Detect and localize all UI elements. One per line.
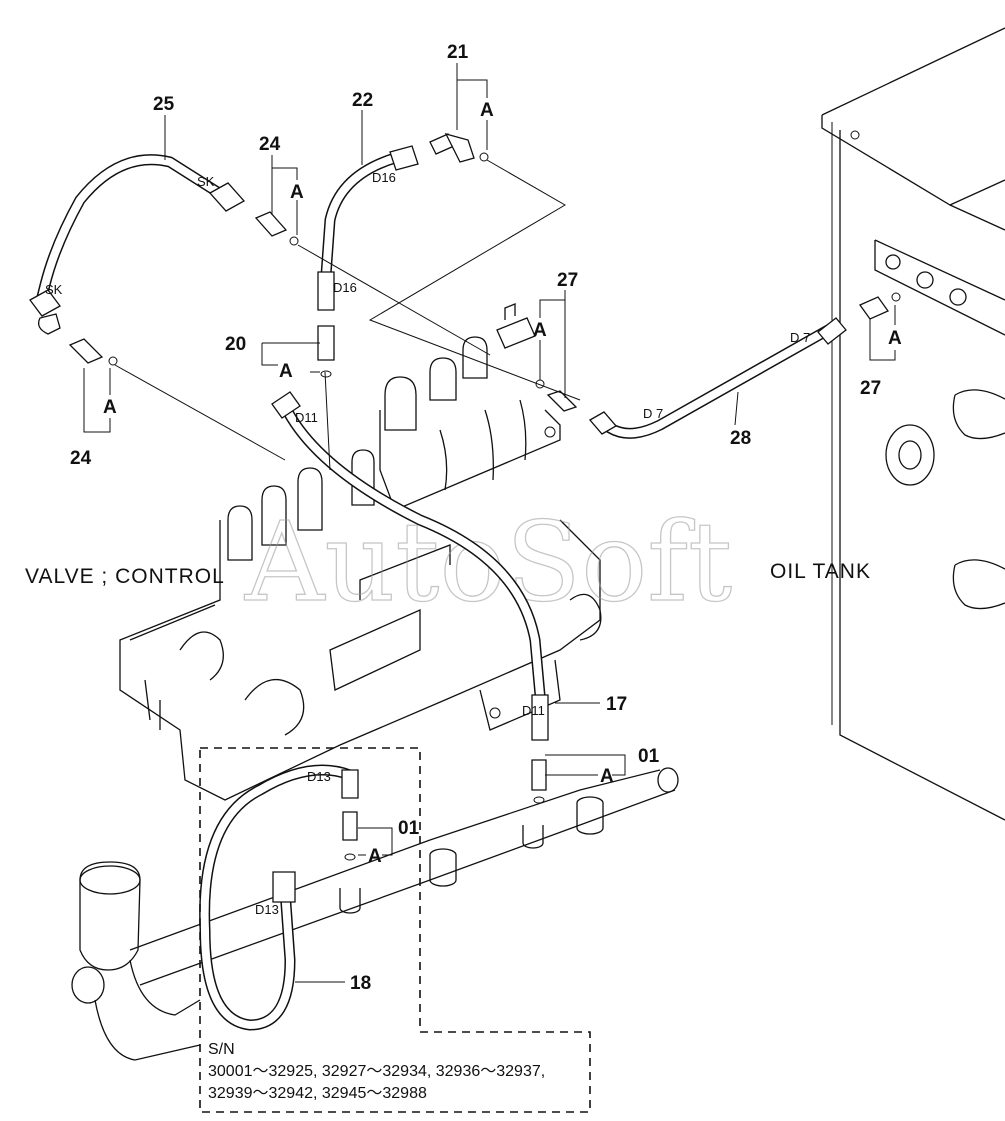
hose-28 [588, 317, 847, 439]
callout-20: 20 [225, 334, 246, 355]
tag-d13-upper: D13 [307, 769, 331, 784]
fitting-27-top [535, 379, 578, 412]
callout-a-20: A [279, 361, 293, 382]
tag-d13-lower: D13 [255, 902, 279, 917]
callout-22: 22 [352, 90, 373, 111]
callout-a-01-inner: A [368, 846, 382, 867]
hose-tags: SK SK D16 D16 D11 D11 D 7 D 7 D13 D13 [45, 170, 810, 917]
hose-18 [199, 764, 359, 1031]
callout-a-27-top: A [533, 320, 547, 341]
callouts: 25 22 21 24 24 20 27 27 28 17 01 01 18 A… [70, 42, 902, 994]
serial-note: S/N 30001～32925, 32927～32934, 32936～3293… [208, 1041, 545, 1102]
callout-a-01-right: A [600, 766, 614, 787]
hose-22 [317, 145, 419, 311]
tag-d16-upper: D16 [372, 170, 396, 185]
callout-a-24-bottom: A [103, 397, 117, 418]
control-valve-body [71, 303, 679, 1061]
callout-24-top: 24 [259, 134, 281, 155]
tag-d11-upper: D11 [295, 410, 318, 425]
callout-a-24-top: A [290, 182, 304, 203]
hose-25 [29, 154, 246, 335]
hose-17 [271, 391, 549, 741]
tag-sk-upper: SK [197, 174, 215, 189]
label-control-valve: VALVE ; CONTROL [25, 565, 225, 588]
fitting-01-inner [342, 811, 358, 861]
fitting-20 [317, 325, 335, 378]
fitting-24-bottom [68, 338, 118, 366]
serial-note-range-1: 30001～32925, 32927～32934, 32936～32937, [208, 1063, 545, 1080]
callout-01-inner: 01 [398, 818, 420, 839]
leader-lines [83, 63, 896, 983]
serial-note-range-2: 32939～32942, 32945～32988 [208, 1085, 427, 1102]
callout-01-right: 01 [638, 746, 660, 767]
fitting-21 [429, 132, 489, 163]
callout-27-top: 27 [557, 270, 578, 291]
callout-18: 18 [350, 973, 371, 994]
fitting-27-right [859, 292, 901, 320]
tag-d7-upper: D 7 [790, 330, 810, 345]
serial-range-box [199, 747, 591, 1113]
callout-17: 17 [606, 694, 627, 715]
tag-d7-lower: D 7 [643, 406, 663, 421]
fitting-24-top [254, 211, 299, 246]
serial-note-title: S/N [208, 1041, 235, 1058]
label-oil-tank: OIL TANK [770, 560, 871, 583]
callout-21: 21 [447, 42, 469, 63]
callout-a-27-right: A [888, 328, 902, 349]
callout-24-bottom: 24 [70, 448, 92, 469]
callout-a-21: A [480, 100, 494, 121]
tag-d11-lower: D11 [522, 703, 545, 718]
tag-d16-lower: D16 [333, 280, 357, 295]
oil-tank [821, 27, 1005, 821]
callout-28: 28 [730, 428, 751, 449]
callout-25: 25 [153, 94, 175, 115]
callout-27-right: 27 [860, 378, 881, 399]
fitting-01-right [531, 759, 547, 804]
tag-sk-lower: SK [45, 282, 63, 297]
